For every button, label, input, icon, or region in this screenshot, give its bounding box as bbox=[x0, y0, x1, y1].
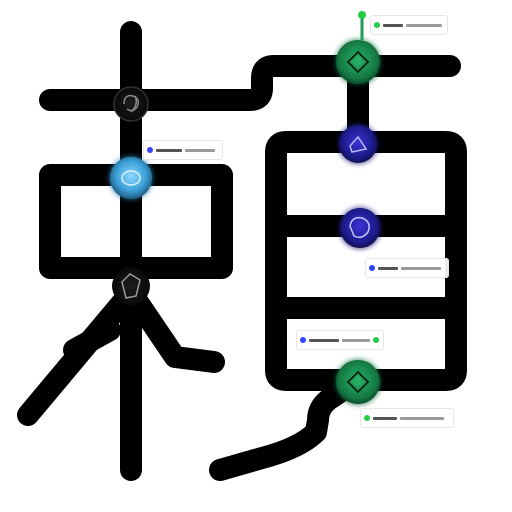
chevron-glyph-icon bbox=[349, 135, 368, 153]
left-structure bbox=[17, 21, 461, 481]
left-diagonal-branch bbox=[120, 281, 225, 373]
chip-text-bar bbox=[383, 23, 403, 27]
node-cyan[interactable] bbox=[110, 157, 152, 199]
chip-text-bar bbox=[309, 338, 339, 342]
chip-text-bar bbox=[401, 266, 441, 270]
node-green-lower[interactable] bbox=[336, 360, 380, 404]
chip-accent-dot bbox=[374, 22, 380, 28]
right-bottom-tail bbox=[209, 369, 369, 481]
chip-top bbox=[370, 15, 448, 35]
diamond-glyph-icon bbox=[346, 370, 370, 394]
chip-text-bar bbox=[406, 23, 442, 27]
chip-text-bar bbox=[185, 148, 215, 152]
node-blue-diamond[interactable] bbox=[339, 125, 377, 163]
chip-accent-dot bbox=[300, 337, 306, 343]
polygon-glyph-icon bbox=[121, 273, 141, 299]
left-small-stub bbox=[63, 319, 121, 361]
top-green-dot bbox=[358, 11, 366, 19]
chip-text-bar bbox=[342, 338, 370, 342]
chip-text-bar bbox=[400, 416, 444, 420]
top-horizontal-line bbox=[39, 55, 461, 111]
chip-text-bar bbox=[378, 266, 398, 270]
node-top-green[interactable] bbox=[336, 40, 380, 84]
chip-upper-left bbox=[143, 140, 223, 160]
ellipse-glyph-icon bbox=[121, 170, 141, 186]
chip-accent-dot bbox=[373, 337, 379, 343]
chip-accent-dot bbox=[364, 415, 370, 421]
left-box bbox=[39, 164, 233, 279]
chip-accent-dot bbox=[369, 265, 375, 271]
blob-glyph-icon bbox=[349, 216, 370, 239]
chip-mid-right bbox=[365, 258, 449, 278]
node-dark-lower[interactable] bbox=[112, 267, 150, 305]
chip-text-bar bbox=[156, 148, 182, 152]
chip-bottom bbox=[360, 408, 454, 428]
swirl-glyph-icon bbox=[123, 94, 140, 113]
chip-text-bar bbox=[373, 416, 397, 420]
node-swirl[interactable] bbox=[113, 86, 149, 122]
chip-lower-left bbox=[296, 330, 384, 350]
diamond-glyph-icon bbox=[346, 50, 370, 74]
node-blue-mid[interactable] bbox=[340, 208, 380, 248]
chip-accent-dot bbox=[147, 147, 153, 153]
right-outer-frame bbox=[265, 131, 467, 391]
